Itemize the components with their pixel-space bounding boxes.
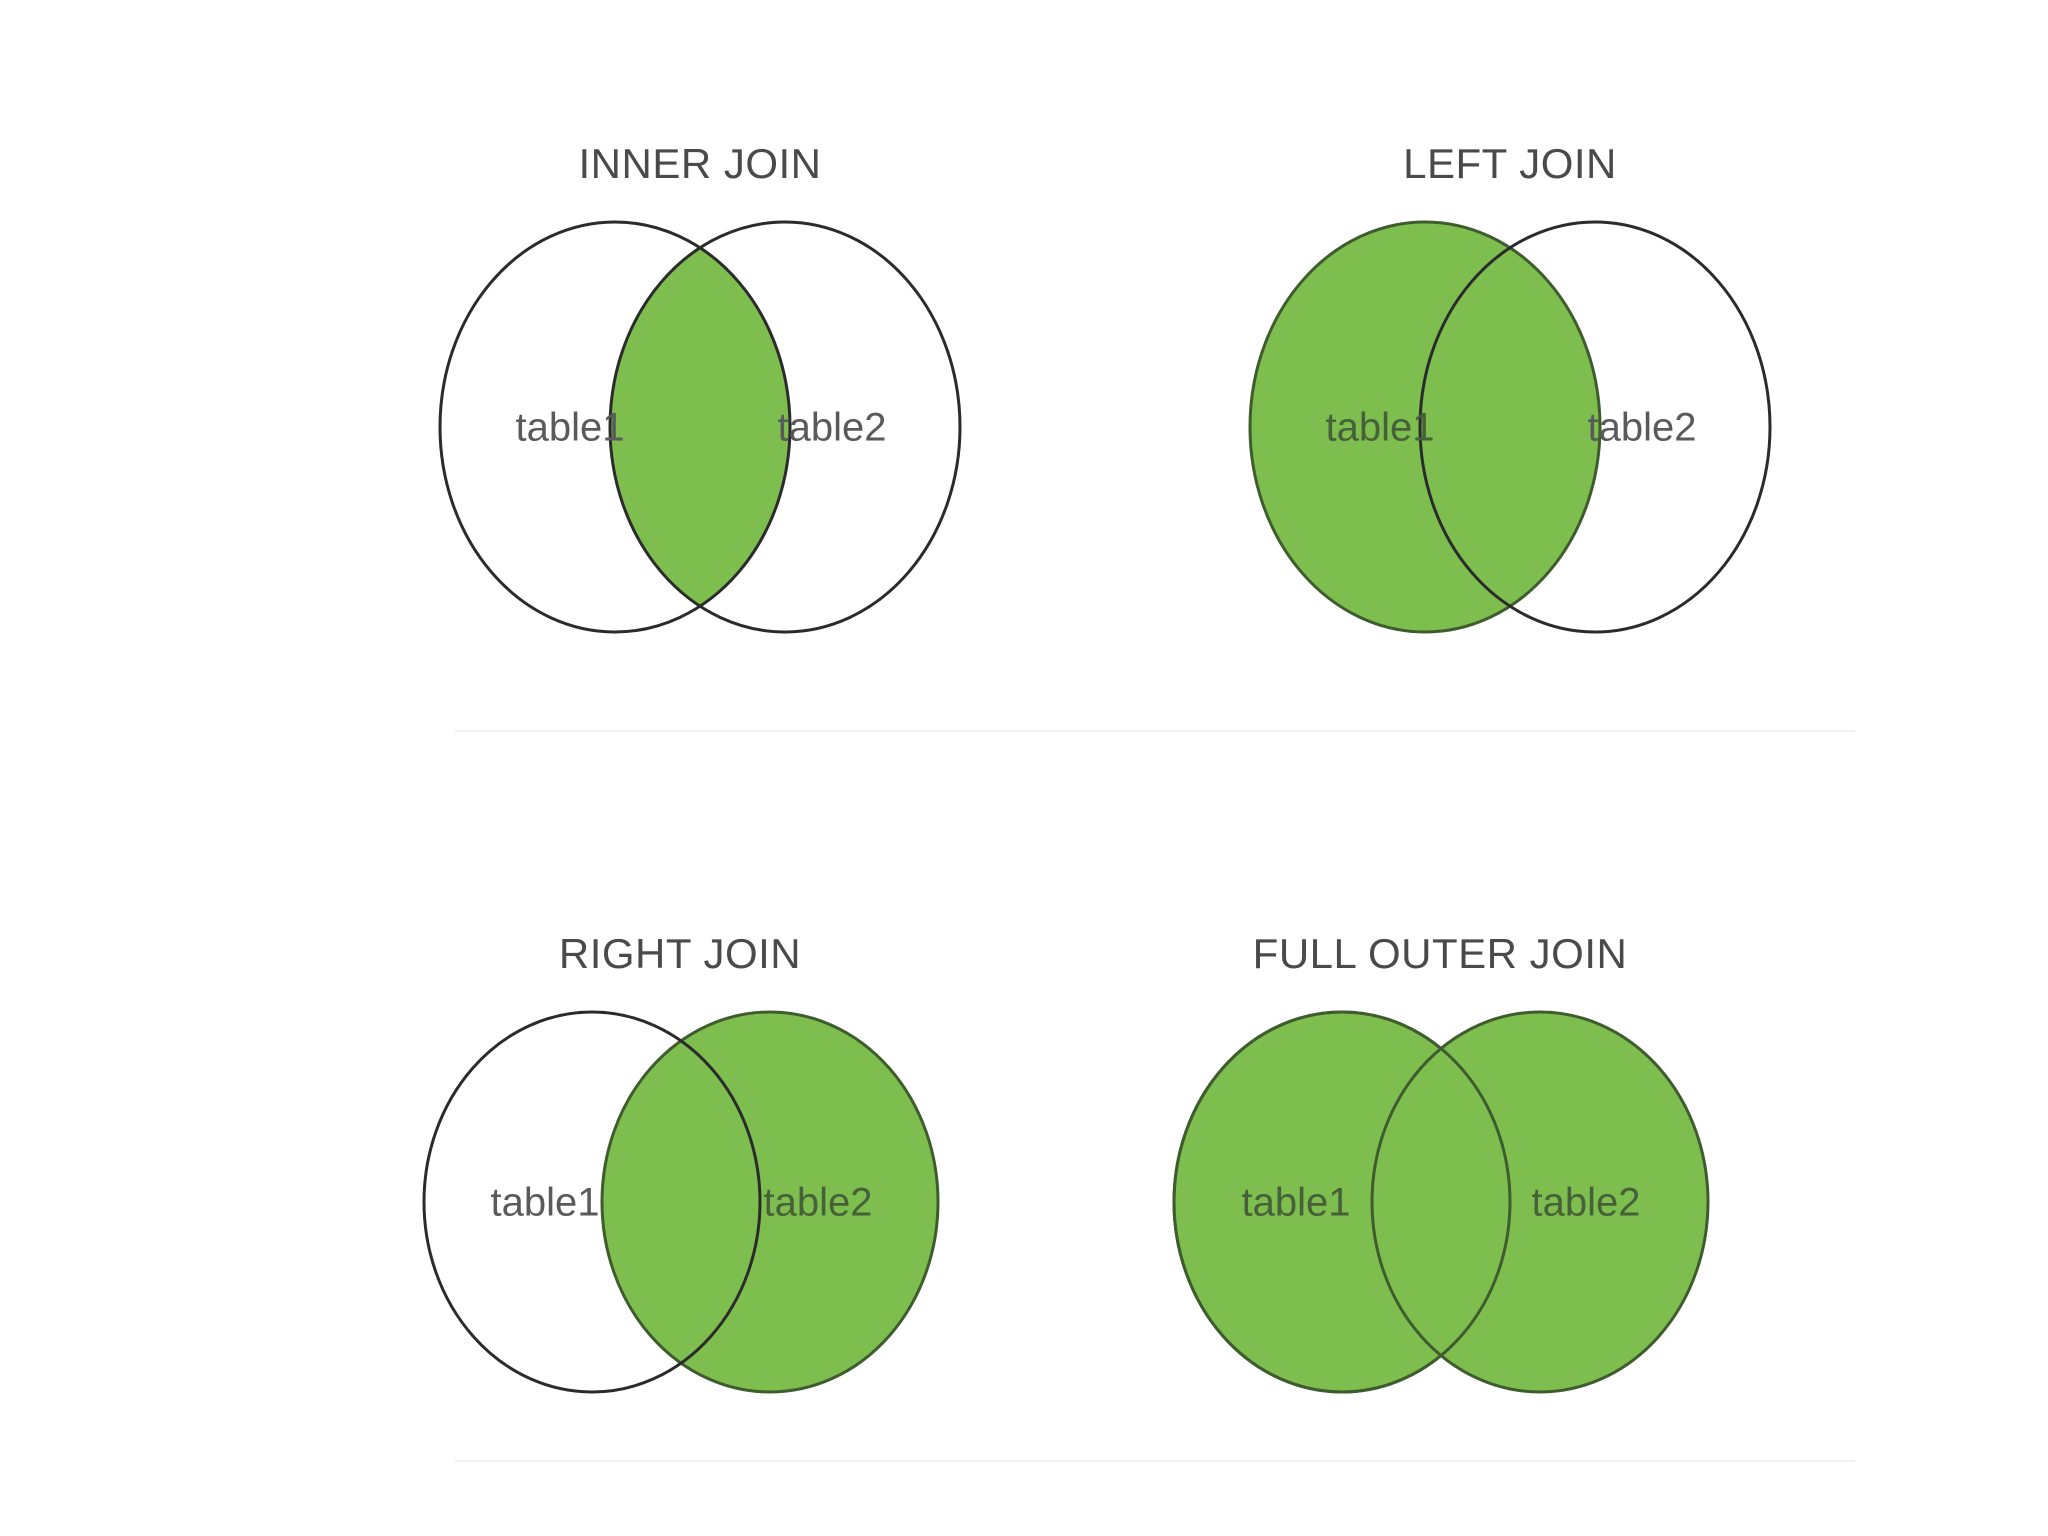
label-table1-left-join: table1 (1326, 406, 1435, 450)
circle-outline-table1-full-outer-join (1172, 1010, 1512, 1394)
venn-inner-join: table1 table2 (380, 212, 1020, 642)
venn-full-outer-join: table1 table2 (1120, 1002, 1760, 1402)
circle-table1-left-join (1248, 220, 1602, 634)
venn-svg-inner-join: table1 table2 (438, 220, 962, 634)
label-table1-inner-join: table1 (516, 406, 625, 450)
panel-title-inner-join: INNER JOIN (578, 140, 822, 187)
intersection-inner-join (610, 222, 790, 632)
venn-right-join: table1 table2 (360, 1002, 1000, 1402)
circle-table2-full-outer-join (1370, 1010, 1710, 1394)
section-divider-bottom (455, 1460, 1855, 1462)
join-diagram-row-top: INNER JOIN (0, 140, 2048, 710)
label-table2-inner-join: table2 (778, 406, 887, 450)
label-table1-full-outer-join: table1 (1242, 1181, 1351, 1225)
join-diagram-row-bottom: RIGHT JOIN table1 table2 FULL OUTER JOIN (0, 930, 2048, 1440)
panel-title-right-join: RIGHT JOIN (558, 930, 802, 977)
label-table2-full-outer-join: table2 (1532, 1181, 1641, 1225)
circle-outline-table1-right-join (422, 1010, 762, 1394)
label-table2-left-join: table2 (1588, 406, 1697, 450)
circle-table2-right-join (600, 1010, 940, 1394)
label-table1-right-join: table1 (491, 1181, 600, 1225)
circle-outline-table1-inner-join (438, 220, 792, 634)
venn-svg-full-outer-join: table1 table2 (1172, 1010, 1710, 1394)
panel-title-left-join: LEFT JOIN (1403, 140, 1617, 187)
panel-title-full-outer-join: FULL OUTER JOIN (1252, 930, 1628, 977)
circle-outline-table2-left-join (1418, 220, 1772, 634)
venn-svg-left-join: table1 table2 (1248, 220, 1772, 634)
venn-svg-right-join: table1 table2 (422, 1010, 940, 1394)
section-divider-top (455, 730, 1855, 732)
circle-outline-table2-inner-join (608, 220, 962, 634)
venn-left-join: table1 table2 (1190, 212, 1830, 642)
label-table2-right-join: table2 (764, 1181, 873, 1225)
